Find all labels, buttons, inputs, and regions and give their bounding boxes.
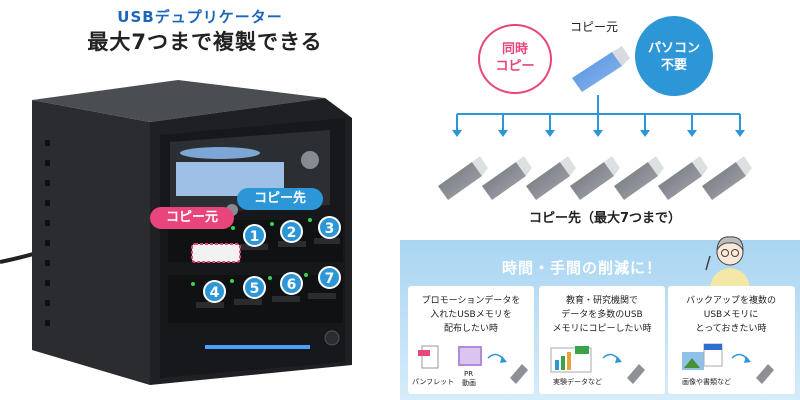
bubble-text: コピー — [495, 59, 535, 74]
slot-number-7: 7 — [318, 266, 341, 289]
caption-experiment-data: 実験データなど — [553, 378, 602, 386]
slot-number-2: 2 — [280, 220, 303, 243]
source-usb-icon — [572, 46, 630, 92]
duplicator-illustration — [0, 80, 352, 385]
person-icon — [705, 236, 750, 288]
caption-pamphlet: パンフレット — [412, 378, 455, 386]
card-line: バックアップを複数の — [685, 296, 776, 306]
destination-usb-icons — [438, 156, 752, 200]
bubble-text: 不要 — [660, 58, 687, 73]
usb-duplicator-image: コピー元 コピー先 1 2 3 4 5 6 7 — [0, 0, 380, 400]
card-line: 教育・研究機関で — [565, 296, 638, 306]
use-case-card-promotion: プロモーションデータを 入れたUSBメモリを 配布したい時 パンフレット PR … — [408, 286, 534, 394]
simultaneous-copy-bubble: 同時 コピー — [478, 24, 552, 94]
no-pc-required-bubble: パソコン 不要 — [635, 16, 713, 96]
card-line: とっておきたい時 — [695, 324, 767, 334]
slot-number-6: 6 — [280, 272, 303, 295]
usb-icon — [510, 364, 528, 384]
card-line: メモリにコピーしたい時 — [552, 324, 652, 334]
spreadsheet-chart-icon — [550, 346, 592, 373]
product-subtitle: USBデュプリケーター — [117, 8, 283, 26]
word-document-icon — [703, 343, 723, 367]
source-label: コピー元 — [570, 20, 619, 34]
pdf-document-icon — [418, 345, 439, 369]
use-case-panel: 時間・手間の削減に！ プロモーションデータを 入れたUSBメモリを 配布したい時… — [400, 236, 800, 400]
backup-illustration — [682, 343, 774, 384]
promotion-illustration — [418, 345, 528, 384]
video-icon — [458, 346, 482, 366]
card-line: プロモーションデータを — [421, 296, 521, 306]
bubble-text: 同時 — [501, 42, 528, 57]
caption-images-documents: 画像や書類など — [682, 378, 731, 386]
use-case-card-backup: バックアップを複数の USBメモリに とっておきたい時 画像や書類など — [668, 286, 795, 394]
slot-number-4: 4 — [203, 280, 226, 303]
source-callout: コピー元 — [150, 207, 234, 229]
usb-icon — [756, 364, 774, 384]
slot-number-5: 5 — [243, 276, 266, 299]
caption-video: 動画 — [462, 379, 476, 387]
image-icon — [682, 352, 704, 370]
education-illustration — [550, 346, 645, 384]
slot-number-1: 1 — [243, 224, 266, 247]
card-line: 配布したい時 — [443, 324, 498, 334]
card-line: データを多数のUSB — [561, 310, 643, 320]
destination-callout: コピー先 — [237, 188, 323, 210]
usb-icon — [627, 364, 645, 384]
copy-flow-diagram — [438, 46, 752, 200]
card-line: USBメモリに — [703, 310, 759, 320]
destination-label: コピー先（最大7つまで） — [528, 211, 682, 226]
card-line: 入れたUSBメモリを — [430, 310, 512, 320]
use-case-card-education: 教育・研究機関で データを多数のUSB メモリにコピーしたい時 実験データなど — [539, 286, 665, 394]
slot-number-3: 3 — [318, 216, 341, 239]
bubble-text: パソコン — [647, 41, 700, 56]
caption-pr: PR — [464, 370, 474, 378]
product-headline: 最大7つまで複製できる — [87, 30, 323, 54]
panel-title: 時間・手間の削減に！ — [501, 259, 662, 277]
